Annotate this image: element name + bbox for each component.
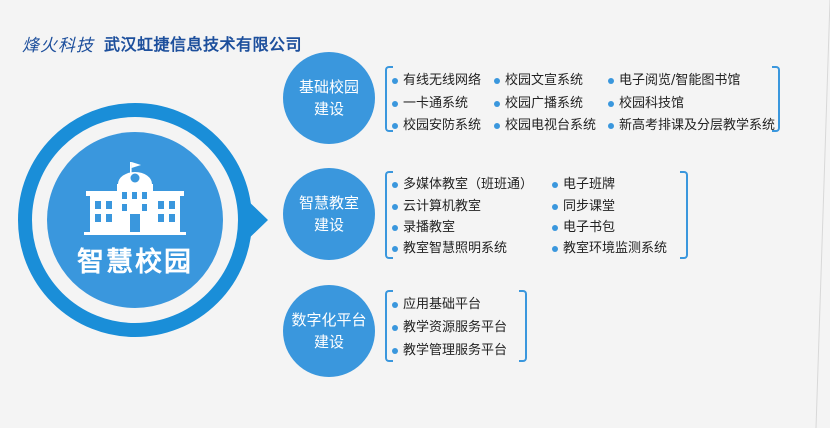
list-item: 校园电视台系统 xyxy=(494,118,596,134)
category-title-line2: 建设 xyxy=(313,216,344,234)
company-logo: 烽火科技 武汉虹捷信息技术有限公司 xyxy=(22,28,302,58)
category-title-line2: 建设 xyxy=(313,100,344,118)
list-item: 电子书包 xyxy=(552,220,615,236)
list-item: 教室环境监测系统 xyxy=(552,241,667,257)
list-item: 新高考排课及分层教学系统 xyxy=(608,118,775,134)
list-item: 电子阅览/智能图书馆 xyxy=(608,73,740,89)
list-item: 校园广播系统 xyxy=(494,96,583,112)
category-title-line1: 数字化平台 xyxy=(291,311,367,329)
list-item: 教学资源服务平台 xyxy=(392,320,507,336)
category-basic-campus: 基础校园 建设 xyxy=(283,52,375,144)
hub-title: 智慧校园 xyxy=(77,247,193,278)
list-item: 校园文宣系统 xyxy=(494,73,583,89)
hub-pointer-arrow xyxy=(243,196,268,244)
list-item: 电子班牌 xyxy=(552,177,615,193)
list-item: 应用基础平台 xyxy=(392,297,481,313)
list-item: 校园安防系统 xyxy=(392,118,481,134)
list-item: 云计算机教室 xyxy=(392,199,481,215)
company-name: 武汉虹捷信息技术有限公司 xyxy=(104,35,303,54)
list-item: 有线无线网络 xyxy=(392,73,481,89)
category-smart-classroom: 智慧教室 建设 xyxy=(283,168,375,260)
bracket-left xyxy=(385,290,393,362)
bracket-right xyxy=(519,290,527,362)
list-item: 同步课堂 xyxy=(552,199,615,215)
category-title-line1: 智慧教室 xyxy=(298,194,359,212)
list-item: 教学管理服务平台 xyxy=(392,343,507,359)
bracket-right xyxy=(680,171,688,259)
category-title-line1: 基础校园 xyxy=(298,78,359,96)
bracket-left xyxy=(385,66,393,132)
bracket-left xyxy=(385,171,393,259)
category-title-line2: 建设 xyxy=(313,333,344,351)
list-item: 一卡通系统 xyxy=(392,96,468,112)
list-item: 校园科技馆 xyxy=(608,96,684,112)
bracket-right xyxy=(772,66,780,132)
list-item: 多媒体教室（班班通） xyxy=(392,177,533,193)
logo-script-text: 烽火科技 xyxy=(22,35,94,56)
edge-decoration xyxy=(815,0,830,428)
list-item: 教室智慧照明系统 xyxy=(392,241,507,257)
category-digital-platform: 数字化平台 建设 xyxy=(283,285,375,377)
list-item: 录播教室 xyxy=(392,220,455,236)
